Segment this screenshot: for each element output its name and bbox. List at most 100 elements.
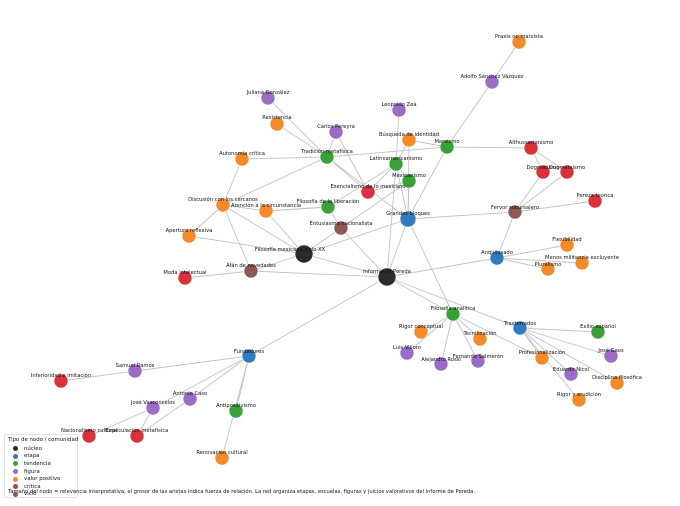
graph-edge <box>386 163 397 278</box>
graph-edge <box>335 131 369 193</box>
graph-edge <box>88 407 154 437</box>
figure-caption: Tamaño del nodo = relevancia interpretat… <box>8 489 475 495</box>
graph-node-luis <box>399 345 415 361</box>
node-label-entusiasmo: Entusiasmo nacionalista <box>310 221 373 227</box>
graph-node-fernando <box>470 353 486 369</box>
legend-label: núcleo <box>24 445 42 452</box>
graph-node-mexicanismo <box>401 173 417 189</box>
graph-edge <box>519 327 612 357</box>
graph-node-autonomia <box>234 151 250 167</box>
graph-edge <box>327 163 397 208</box>
graph-edge <box>407 218 454 315</box>
graph-edge <box>267 97 328 158</box>
legend-swatch <box>13 491 18 497</box>
graph-node-fil_xx <box>294 244 314 264</box>
graph-edge <box>514 200 596 213</box>
node-label-trasterrados: Trasterrados <box>503 321 536 327</box>
legend-item-nucleo: núcleo <box>8 445 74 453</box>
node-label-moda: Moda intelectual <box>163 270 206 276</box>
graph-node-exilio <box>590 324 606 340</box>
graph-edge <box>276 123 328 158</box>
legend-swatch <box>13 446 18 452</box>
graph-node-leopoldo <box>391 102 407 118</box>
graph-node-althusser <box>523 140 539 156</box>
graph-edge <box>303 253 388 278</box>
graph-node-gaos <box>603 348 619 364</box>
legend-title: Tipo de nodo / comunidad <box>8 437 79 443</box>
legend-swatch <box>13 461 18 467</box>
graph-node-anquilosado <box>489 250 505 266</box>
node-label-rigor: Rigor conceptual <box>399 324 443 330</box>
node-label-latino: Latinoamericanismo <box>370 156 423 162</box>
graph-edge <box>386 257 498 278</box>
graph-node-pluralismo <box>540 261 556 277</box>
node-label-esencialismo: Esencialismo de lo mexicano <box>331 184 406 190</box>
node-label-apertura: Apertura reflexiva <box>166 228 213 234</box>
graph-edge <box>407 211 516 220</box>
graph-node-resistencia <box>269 116 285 132</box>
graph-node-dogmarx <box>559 164 575 180</box>
legend-item-critica: crítica <box>8 483 74 491</box>
node-label-renovacion: Renovación cultural <box>196 449 247 456</box>
graph-node-renovacion <box>214 450 230 466</box>
node-label-discusion: Discusión con los cercanos <box>188 196 258 203</box>
node-label-praxis: Praxis no marxista <box>495 34 543 40</box>
graph-edge <box>496 257 549 270</box>
graph-node-grandes <box>399 210 417 228</box>
node-label-liberacion: Filosofía de la liberación <box>297 198 359 205</box>
graph-edge <box>452 313 479 362</box>
graph-edge <box>326 146 448 158</box>
node-label-autonomia: Autonomía crítica <box>219 150 265 157</box>
node-label-pereza: Pereza teórica <box>577 192 614 199</box>
legend-swatch <box>13 469 18 475</box>
graph-edge <box>340 180 410 229</box>
graph-node-profes <box>534 350 550 366</box>
legend-swatch <box>13 476 18 482</box>
legend-item-etapa: etapa <box>8 453 74 461</box>
graph-node-fervor <box>507 204 523 220</box>
graph-node-pereza <box>587 193 603 209</box>
node-label-tecnificacion: Tecnificación <box>462 330 496 337</box>
graph-edge <box>134 355 250 372</box>
legend-label: etapa <box>24 453 40 460</box>
graph-edge <box>136 398 191 437</box>
node-label-anquilosado: Anquilosado <box>481 250 513 256</box>
graph-edge <box>340 227 388 278</box>
graph-node-adolfo <box>484 74 500 90</box>
node-label-mexicanismo: Mexicanismo <box>392 173 426 179</box>
node-label-disciplina: Disciplina filosófica <box>592 374 642 381</box>
graph-node-apertura <box>181 228 197 244</box>
graph-node-especulacion <box>129 428 145 444</box>
graph-node-vasconcelos <box>145 400 161 416</box>
node-label-analitica: Filosofía analítica <box>431 305 476 312</box>
graph-node-alejandro <box>433 356 449 372</box>
node-label-antonio: Antonio Caso <box>173 391 207 397</box>
graph-edge <box>265 206 329 212</box>
graph-node-dogmatismo <box>535 164 551 180</box>
node-label-resistencia: Resistencia <box>262 115 291 121</box>
node-label-erudicion: Rigor y erudición <box>557 391 601 398</box>
node-label-samuel: Samuel Ramos <box>116 363 155 369</box>
graph-edge <box>248 276 388 357</box>
node-label-antipos: Antipositivismo <box>216 403 256 409</box>
graph-edge <box>491 41 520 83</box>
node-label-althusser: Althusserianismo <box>509 140 554 146</box>
graph-node-nacionalismo <box>81 428 97 444</box>
graph-edge <box>222 204 252 272</box>
node-label-fundadores: Fundadores <box>234 349 264 355</box>
node-label-grandes: Grandes bloques <box>386 211 430 217</box>
node-label-dogmatismo: Dogmatismo <box>526 165 559 171</box>
graph-node-entusiasmo <box>333 220 349 236</box>
graph-edge <box>222 156 328 206</box>
graph-edge <box>222 204 305 255</box>
node-label-nicol: Eduardo Nicol <box>553 367 589 373</box>
graph-edge <box>519 327 618 384</box>
graph-edge <box>188 204 224 237</box>
graph-node-disciplina <box>609 375 625 391</box>
graph-node-discusion <box>215 197 231 213</box>
graph-node-latino <box>388 156 404 172</box>
graph-edge <box>514 171 568 213</box>
graph-node-informe <box>377 267 397 287</box>
graph-node-carlos <box>328 124 344 140</box>
